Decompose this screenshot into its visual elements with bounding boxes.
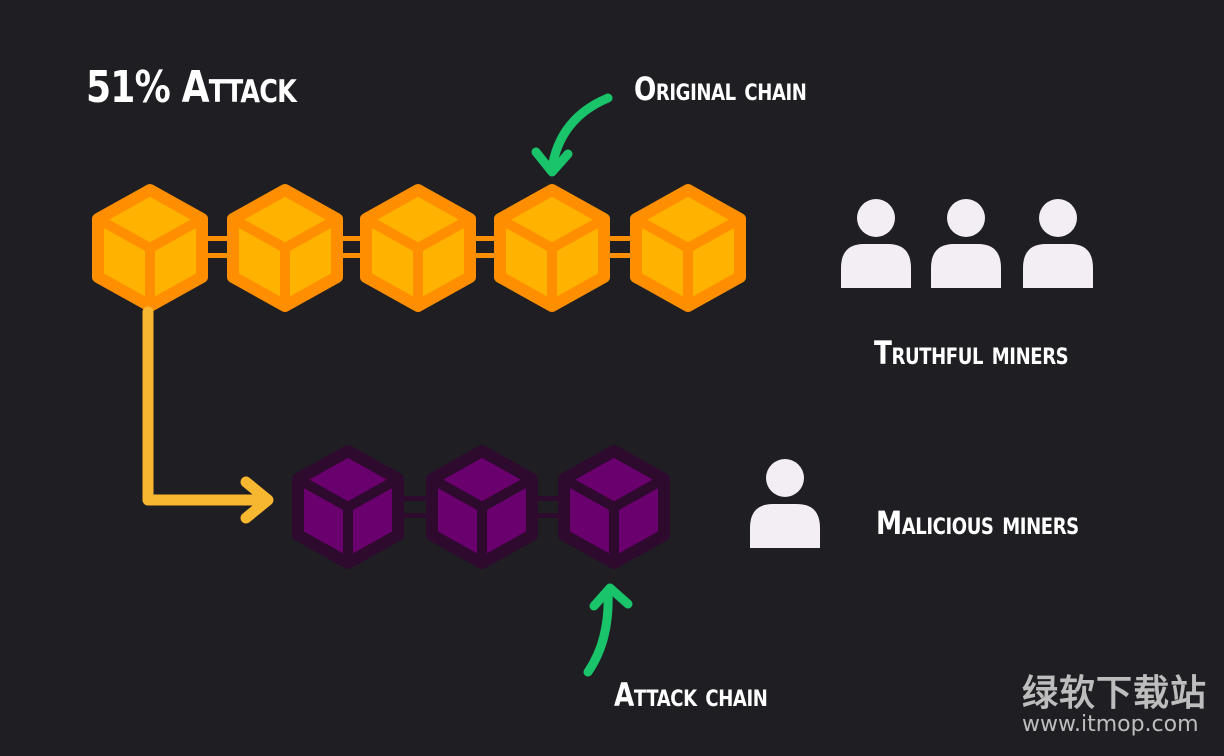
cube-icon (432, 451, 532, 563)
attack-chain-label: Attack chain (614, 676, 768, 714)
cube-icon (500, 190, 604, 306)
cube-icon (298, 451, 398, 563)
fork-arrow (142, 306, 274, 524)
person-icon (841, 199, 911, 288)
watermark-text: 绿软下载站 (1022, 673, 1208, 714)
malicious-miners-label: Malicious miners (876, 504, 1079, 542)
cube-icon (366, 190, 470, 306)
original-chain (98, 190, 740, 306)
truthful-miners (841, 199, 1093, 288)
original-chain-pointer (531, 93, 613, 177)
truthful-miners-label: Truthful miners (874, 334, 1069, 372)
person-icon (931, 199, 1001, 288)
attack-chain (298, 451, 664, 563)
attack-chain-pointer (583, 583, 633, 677)
person-icon (750, 459, 820, 548)
cube-icon (98, 190, 202, 306)
watermark-url: www.itmop.com (1022, 712, 1199, 737)
malicious-miners (750, 459, 820, 548)
person-icon (1023, 199, 1093, 288)
original-chain-label: Original chain (634, 70, 807, 108)
cube-icon (233, 190, 337, 306)
diagram-title: 51% Attack (86, 62, 297, 113)
cube-icon (636, 190, 740, 306)
cube-icon (564, 451, 664, 563)
